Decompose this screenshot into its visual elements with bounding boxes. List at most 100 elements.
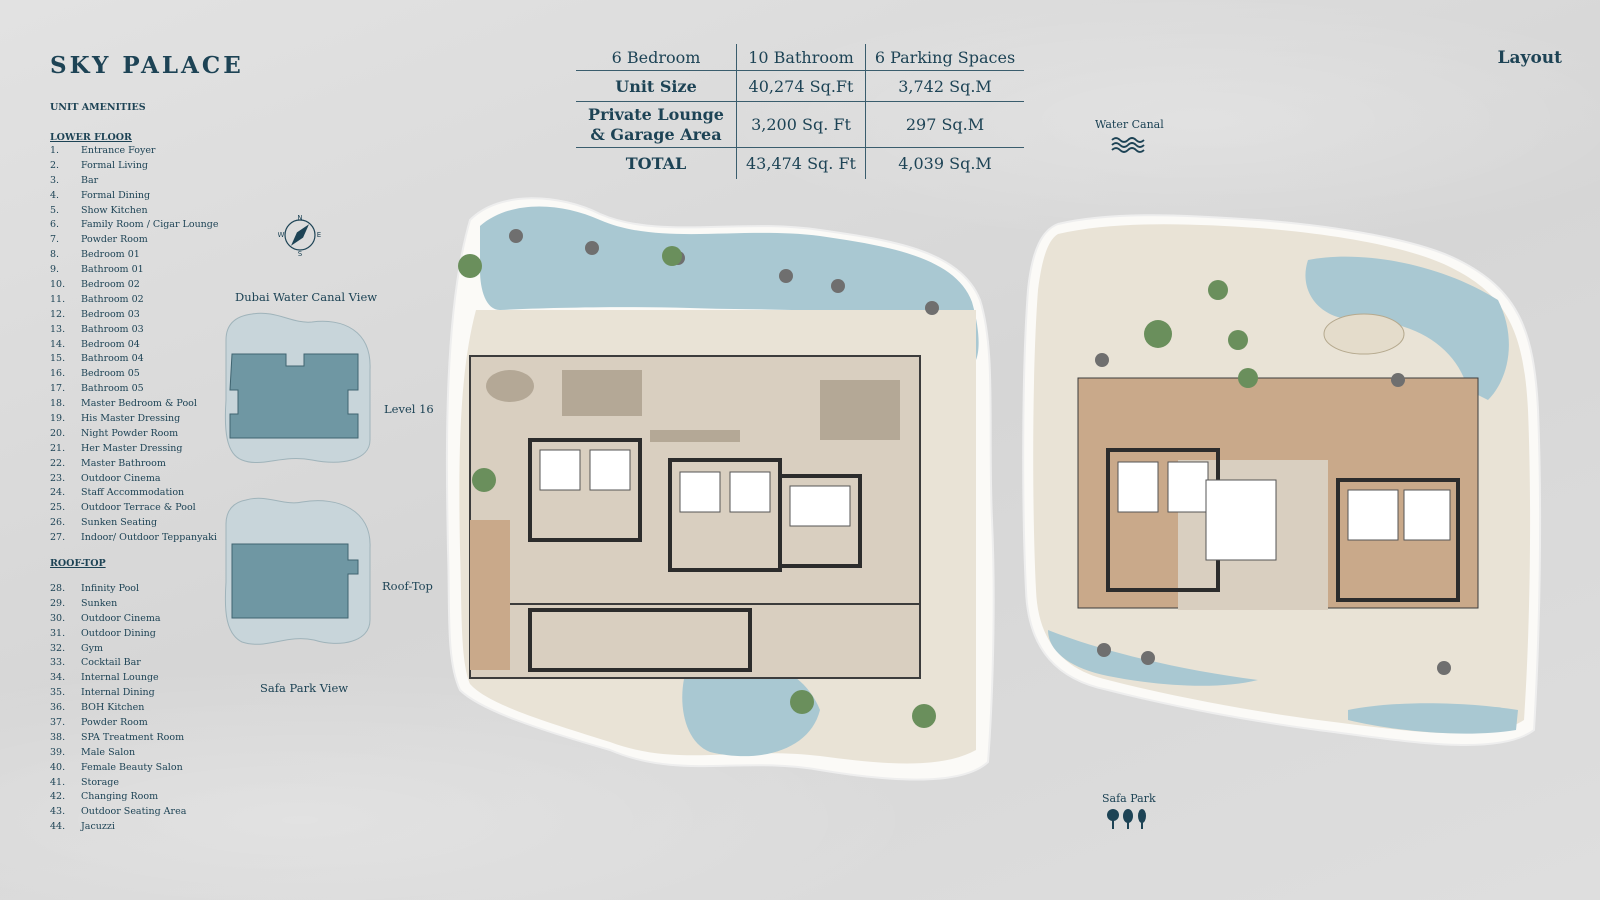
amenity-number: 34. bbox=[50, 672, 66, 684]
amenity-number: 2. bbox=[50, 159, 60, 171]
amenity-label: Bedroom 04 bbox=[81, 338, 140, 350]
amenity-label: Staff Accommodation bbox=[81, 487, 185, 499]
keyplan-level16 bbox=[224, 312, 371, 464]
amenity-item: 27. Indoor/ Outdoor Teppanyaki bbox=[50, 531, 219, 546]
amenity-item: 36.BOH Kitchen bbox=[50, 701, 186, 716]
amenity-item: 14.Bedroom 04 bbox=[50, 338, 219, 353]
amenity-label: Storage bbox=[81, 776, 119, 788]
amenity-label: Family Room / Cigar Lounge bbox=[81, 219, 219, 231]
amenity-label: Formal Dining bbox=[81, 189, 151, 201]
amenity-number: 11. bbox=[50, 293, 66, 305]
page-title: SKY PALACE bbox=[50, 52, 244, 79]
amenity-item: 7.Powder Room bbox=[50, 233, 219, 248]
amenity-item: 16. Bedroom 05 bbox=[50, 367, 219, 382]
amenity-item: 2.Formal Living bbox=[50, 159, 219, 174]
amenity-item: 40.Female Beauty Salon bbox=[50, 761, 186, 776]
amenity-label: SPA Treatment Room bbox=[81, 731, 185, 743]
amenity-label: Bedroom 02 bbox=[81, 279, 140, 291]
amenity-label: Outdoor Cinema bbox=[81, 472, 161, 484]
amenity-label: Bedroom 05 bbox=[81, 368, 140, 380]
amenity-number: 41. bbox=[50, 776, 66, 788]
amenity-label: Outdoor Terrace & Pool bbox=[81, 502, 196, 514]
amenity-label: Master Bathroom bbox=[81, 457, 166, 469]
amenity-label: Outdoor Cinema bbox=[81, 612, 161, 624]
amenity-number: 43. bbox=[50, 806, 66, 818]
amenity-item: 20. Night Powder Room bbox=[50, 427, 219, 442]
amenity-label: His Master Dressing bbox=[81, 413, 181, 425]
trees-icon bbox=[1107, 809, 1146, 829]
amenities-heading: UNIT AMENITIES bbox=[50, 102, 146, 113]
amenity-item: 4.Formal Dining bbox=[50, 189, 219, 204]
amenity-number: 31. bbox=[50, 627, 66, 639]
amenity-number: 42. bbox=[50, 791, 66, 803]
amenity-number: 17. bbox=[50, 383, 66, 395]
amenity-item: 9. Bathroom 01 bbox=[50, 263, 219, 278]
amenity-number: 37. bbox=[50, 717, 66, 729]
amenity-label: Bathroom 01 bbox=[81, 264, 144, 276]
amenity-number: 40. bbox=[50, 761, 66, 773]
spec-row-sqft: 40,274 Sq.Ft bbox=[736, 70, 866, 102]
compass-icon: N E S W bbox=[278, 214, 321, 257]
amenity-number: 13. bbox=[50, 323, 66, 335]
amenity-item: 6. Family Room / Cigar Lounge bbox=[50, 218, 219, 233]
amenity-number: 16. bbox=[50, 368, 66, 380]
spec-row-label: Unit Size bbox=[576, 70, 737, 102]
layout-label: Layout bbox=[1497, 48, 1562, 68]
amenity-number: 20. bbox=[50, 427, 66, 439]
amenity-item: 21.Her Master Dressing bbox=[50, 442, 219, 457]
amenity-item: 29.Sunken bbox=[50, 597, 186, 612]
amenity-number: 3. bbox=[50, 174, 60, 186]
amenity-item: 22. Master Bathroom bbox=[50, 457, 219, 472]
amenity-label: Indoor/ Outdoor Teppanyaki bbox=[81, 532, 217, 544]
amenity-number: 22. bbox=[50, 457, 66, 469]
amenity-label: Powder Room bbox=[81, 717, 148, 729]
spec-row-sqft: 3,200 Sq. Ft bbox=[736, 101, 866, 148]
amenity-label: Infinity Pool bbox=[81, 583, 140, 594]
amenity-number: 28. bbox=[50, 583, 66, 594]
amenity-label: Her Master Dressing bbox=[81, 442, 183, 454]
amenity-item: 18.Master Bedroom & Pool bbox=[50, 397, 219, 412]
amenity-label: Changing Room bbox=[81, 791, 159, 803]
amenity-number: 7. bbox=[50, 234, 60, 246]
amenity-item: 3.Bar bbox=[50, 174, 219, 189]
amenity-label: Bedroom 03 bbox=[81, 308, 140, 320]
amenity-item: 41. Storage bbox=[50, 776, 186, 791]
amenity-label: Sunken Seating bbox=[81, 517, 158, 529]
spec-row-sqm: 3,742 Sq.M bbox=[865, 70, 1024, 102]
amenity-number: 9. bbox=[50, 264, 60, 276]
amenity-item: 30.Outdoor Cinema bbox=[50, 612, 186, 627]
amenity-item: 1.Entrance Foyer bbox=[50, 144, 219, 159]
safa-park-label: Safa Park bbox=[1102, 792, 1156, 805]
spec-bedrooms: 6 Bedroom bbox=[611, 47, 701, 67]
amenity-label: Bedroom 01 bbox=[81, 249, 140, 261]
amenity-number: 6. bbox=[50, 219, 60, 231]
amenity-item: 28. Infinity Pool bbox=[50, 582, 186, 597]
amenity-item: 25. Outdoor Terrace & Pool bbox=[50, 501, 219, 516]
compass-s: S bbox=[298, 250, 303, 257]
view-bottom-label: Safa Park View bbox=[260, 681, 349, 695]
spec-row-sqft: 43,474 Sq. Ft bbox=[736, 147, 866, 179]
amenity-number: 32. bbox=[50, 642, 66, 654]
amenity-number: 26. bbox=[50, 517, 66, 529]
amenity-item: 26. Sunken Seating bbox=[50, 516, 219, 531]
rooftop-label: Roof-Top bbox=[382, 579, 433, 593]
level16-label: Level 16 bbox=[384, 402, 434, 416]
amenity-label: Gym bbox=[81, 642, 103, 654]
water-canal-label: Water Canal bbox=[1095, 118, 1164, 131]
amenity-item: 8.Bedroom 01 bbox=[50, 248, 219, 263]
amenity-label: Bathroom 02 bbox=[81, 293, 144, 305]
amenity-number: 15. bbox=[50, 353, 66, 365]
amenity-label: Sunken bbox=[81, 597, 118, 609]
spec-row-label: TOTAL bbox=[576, 147, 737, 179]
amenity-label: Night Powder Room bbox=[81, 427, 179, 439]
amenity-label: Jacuzzi bbox=[81, 821, 115, 833]
amenity-label: Entrance Foyer bbox=[81, 145, 156, 156]
amenity-number: 27. bbox=[50, 532, 66, 544]
amenity-number: 25. bbox=[50, 502, 66, 514]
lower-floor-heading: LOWER FLOOR bbox=[50, 132, 132, 143]
amenity-item: 31.Outdoor Dining bbox=[50, 627, 186, 642]
water-waves-icon bbox=[1111, 137, 1145, 153]
amenity-item: 10.Bedroom 02 bbox=[50, 278, 219, 293]
amenity-item: 19.His Master Dressing bbox=[50, 412, 219, 427]
